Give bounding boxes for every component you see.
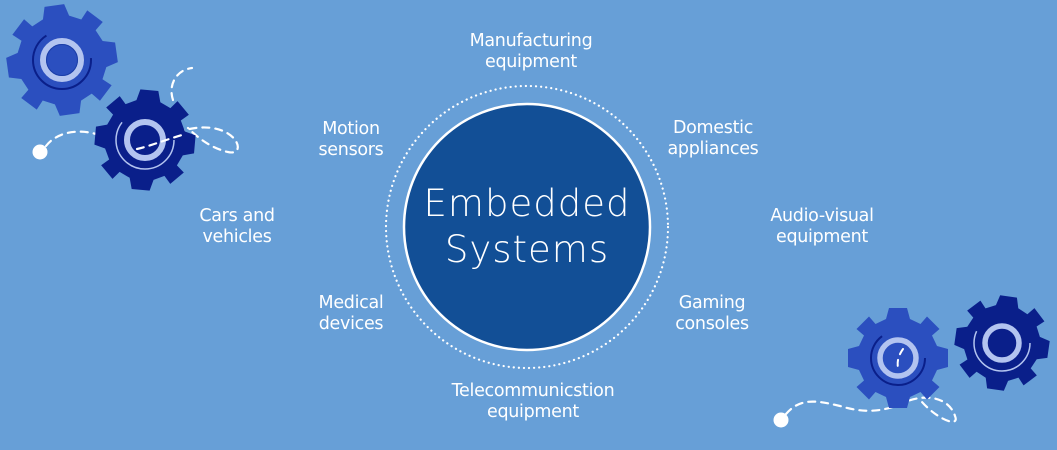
- label-line: Telecommunicstion: [451, 381, 615, 401]
- label-audio-visual: Audio-visual equipment: [770, 206, 874, 248]
- label-line: equipment: [775, 227, 869, 247]
- dashed-path-inside-gear: [896, 348, 904, 369]
- label-domestic: Domestic appliances: [668, 118, 759, 160]
- label-gaming: Gaming consoles: [675, 293, 749, 335]
- label-motion: Motion sensors: [318, 119, 383, 161]
- label-line: Audio-visual: [770, 206, 874, 226]
- label-line: Motion: [322, 119, 380, 139]
- label-line: Cars and: [199, 206, 275, 226]
- center-title: Embedded Systems: [424, 181, 631, 273]
- label-line: equipment: [484, 52, 578, 72]
- gear-icon: [948, 289, 1056, 397]
- label-line: Domestic: [672, 118, 754, 138]
- label-line: appliances: [667, 139, 759, 159]
- dotted-ring: [384, 84, 670, 370]
- path-start-dot: [32, 144, 48, 160]
- label-line: Medical: [318, 293, 384, 313]
- label-line: devices: [318, 314, 384, 334]
- center-circle: [402, 102, 652, 352]
- label-line: equipment: [486, 402, 579, 422]
- gear-icon: [0, 0, 125, 123]
- label-cars: Cars and vehicles: [199, 206, 275, 248]
- center-title-line2: Systems: [444, 228, 610, 271]
- label-line: consoles: [675, 314, 749, 334]
- label-manufacturing: Manufacturing equipment: [470, 31, 593, 73]
- label-medical: Medical devices: [319, 293, 384, 335]
- dashed-path-bottom-right: [784, 396, 957, 423]
- label-line: vehicles: [202, 227, 272, 247]
- label-line: Gaming: [678, 293, 746, 313]
- label-line: Manufacturing: [469, 31, 593, 51]
- center-title-line1: Embedded: [423, 182, 631, 225]
- gear-icon: [90, 85, 200, 195]
- label-telecom: Telecommunicstion equipment: [452, 381, 615, 423]
- label-line: sensors: [318, 140, 384, 160]
- gear-icon: [848, 308, 948, 408]
- dashed-path-over-gear: [135, 133, 184, 151]
- path-start-dot: [773, 412, 789, 428]
